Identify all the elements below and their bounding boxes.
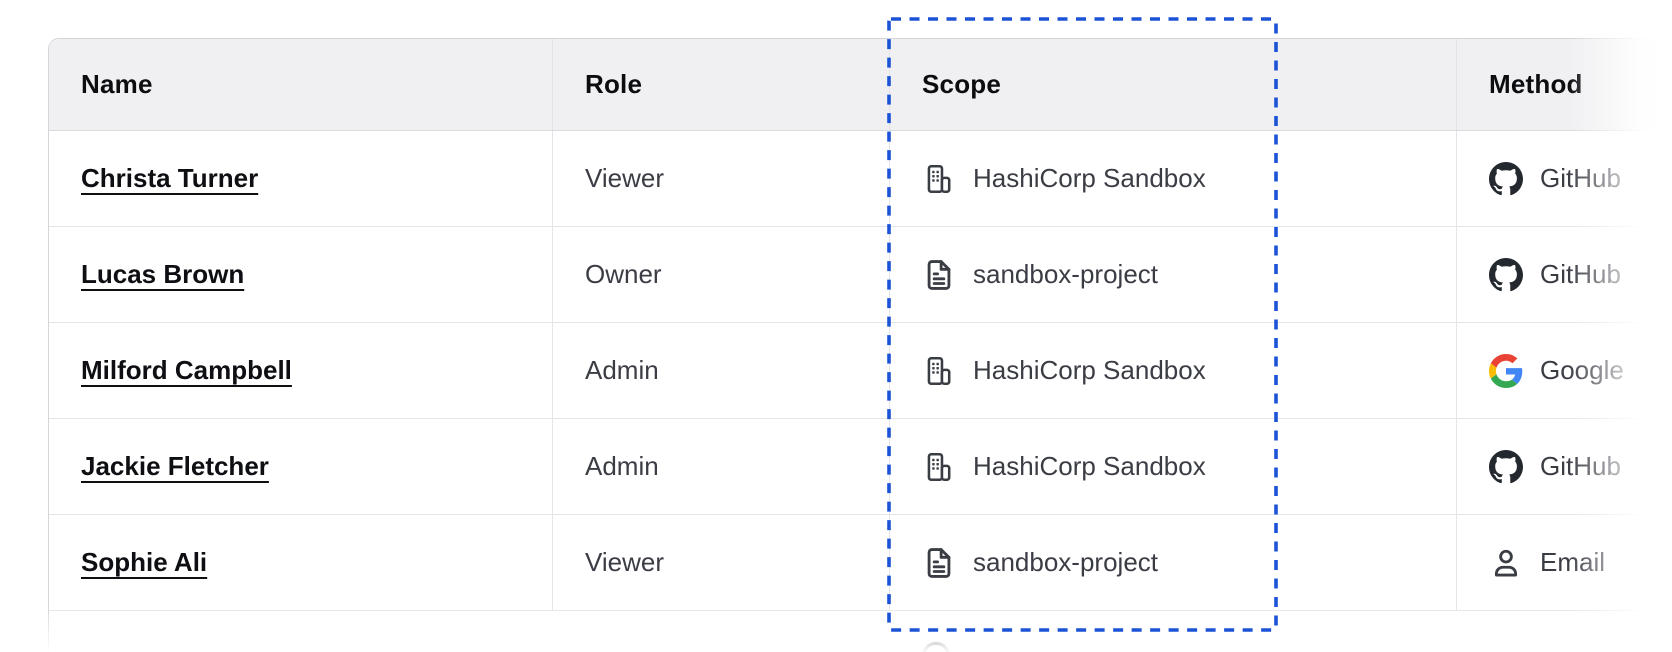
- scope-label: HashiCorp Sandbox: [973, 451, 1206, 481]
- table-row: Lucas Brown Owner sandbox-project: [49, 227, 1672, 323]
- method-cell: Google: [1456, 323, 1672, 418]
- table-row: Jackie Fletcher Admin HashiCorp Sandbox: [49, 419, 1672, 515]
- column-header-method: Method: [1456, 39, 1672, 130]
- role-label: Viewer: [585, 547, 665, 577]
- partial-next-row: [49, 611, 1672, 652]
- column-header-role: Role: [552, 39, 889, 130]
- table-row: Christa Turner Viewer HashiCorp Sandbox: [49, 131, 1672, 227]
- role-cell: Owner: [552, 227, 889, 322]
- member-name-link[interactable]: Sophie Ali: [81, 547, 208, 577]
- name-cell: Jackie Fletcher: [49, 419, 552, 514]
- member-name-link[interactable]: Christa Turner: [81, 163, 259, 193]
- method-label: GitHub: [1540, 259, 1621, 289]
- scope-label: HashiCorp Sandbox: [973, 163, 1206, 193]
- scope-label: HashiCorp Sandbox: [973, 355, 1206, 385]
- column-header-scope: Scope: [889, 39, 1456, 130]
- member-name-link[interactable]: Jackie Fletcher: [81, 451, 269, 481]
- org-building-icon: [927, 164, 951, 193]
- member-name-link[interactable]: Milford Campbell: [81, 355, 292, 385]
- github-icon: [1489, 161, 1523, 195]
- name-cell: Milford Campbell: [49, 323, 552, 418]
- scope-cell: HashiCorp Sandbox: [889, 419, 1456, 514]
- partial-scope-icon: [922, 642, 950, 652]
- email-user-icon: [1494, 549, 1518, 576]
- org-building-icon: [927, 452, 951, 481]
- role-label: Owner: [585, 259, 662, 289]
- scope-cell: HashiCorp Sandbox: [889, 131, 1456, 226]
- method-cell: GitHub: [1456, 419, 1672, 514]
- github-icon: [1489, 449, 1523, 483]
- name-cell: Lucas Brown: [49, 227, 552, 322]
- table-row: Sophie Ali Viewer sandbox-project: [49, 515, 1672, 611]
- role-label: Admin: [585, 451, 659, 481]
- scope-label: sandbox-project: [973, 547, 1158, 577]
- role-cell: Admin: [552, 323, 889, 418]
- scope-label: sandbox-project: [973, 259, 1158, 289]
- github-icon: [1489, 257, 1523, 291]
- method-label: GitHub: [1540, 163, 1621, 193]
- scope-cell: sandbox-project: [889, 227, 1456, 322]
- method-cell: Email: [1456, 515, 1672, 610]
- method-cell: GitHub: [1456, 131, 1672, 226]
- method-cell: GitHub: [1456, 227, 1672, 322]
- org-building-icon: [927, 356, 951, 385]
- file-text-icon: [927, 547, 951, 578]
- file-text-icon: [927, 259, 951, 290]
- role-cell: Viewer: [552, 131, 889, 226]
- role-cell: Admin: [552, 419, 889, 514]
- members-table: Name Role Scope Method Christa Turner Vi…: [48, 38, 1672, 652]
- table-row: Milford Campbell Admin HashiCorp Sandbox: [49, 323, 1672, 419]
- role-label: Admin: [585, 355, 659, 385]
- scope-cell: sandbox-project: [889, 515, 1456, 610]
- member-name-link[interactable]: Lucas Brown: [81, 259, 245, 289]
- role-cell: Viewer: [552, 515, 889, 610]
- method-label: Email: [1540, 547, 1606, 577]
- table-header-row: Name Role Scope Method: [49, 39, 1672, 131]
- method-label: GitHub: [1540, 451, 1621, 481]
- table-body: Christa Turner Viewer HashiCorp Sandbox: [49, 131, 1672, 611]
- name-cell: Christa Turner: [49, 131, 552, 226]
- name-cell: Sophie Ali: [49, 515, 552, 610]
- column-header-name: Name: [81, 69, 153, 99]
- method-label: Google: [1540, 355, 1624, 385]
- role-label: Viewer: [585, 163, 665, 193]
- google-icon: [1489, 353, 1523, 388]
- scope-cell: HashiCorp Sandbox: [889, 323, 1456, 418]
